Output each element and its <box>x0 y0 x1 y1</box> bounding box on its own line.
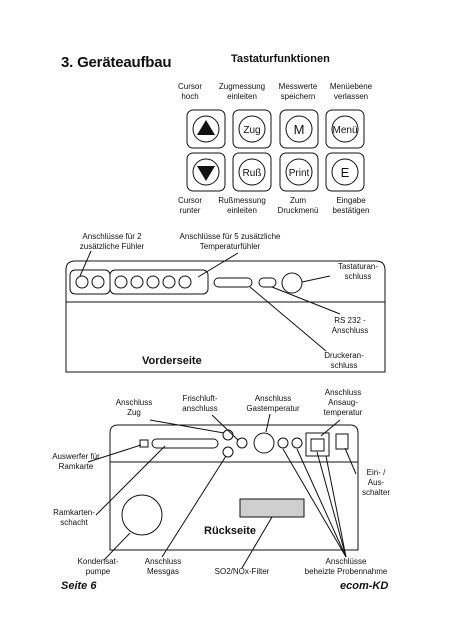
label-confirm-input: Eingabe bestätigen <box>332 196 370 215</box>
label-filter: SO2/NOx-Filter <box>214 567 270 576</box>
label-gas-temp-port: Anschluss Gastemperatur <box>246 394 300 413</box>
label-heated-sampling: Anschlüsse beheizte Probennahme <box>304 557 388 576</box>
sensor-port-1 <box>75 275 89 289</box>
key-russ-label: Ruß <box>243 168 262 179</box>
heated-port-2 <box>291 437 303 449</box>
label-exit-menu: Menüebene verlassen <box>329 82 373 101</box>
power-switch <box>335 433 349 450</box>
label-cursor-down: Cursor runter <box>177 196 202 215</box>
card-slot <box>151 438 219 449</box>
rs232-port <box>258 277 277 288</box>
key-menu: Menü <box>325 109 365 149</box>
key-down <box>186 152 226 192</box>
key-russ: Ruß <box>232 152 272 192</box>
label-save-values: Messwerte speichern <box>278 82 318 101</box>
keypad-title: Tastaturfunktionen <box>231 53 330 65</box>
keyboard-port <box>281 272 303 294</box>
so2-nox-filter <box>239 498 305 518</box>
key-zug-label: Zug <box>243 125 260 136</box>
five-sensor-block <box>109 269 209 295</box>
label-card-ejector: Auswerfer für Ramkarte <box>52 452 100 471</box>
front-panel <box>65 250 386 373</box>
up-arrow-icon <box>197 120 215 135</box>
footer-product: ecom-KD <box>340 580 389 592</box>
label-rs232-port: RS 232 - Anschluss <box>331 316 369 335</box>
card-ejector <box>139 439 149 448</box>
key-e-label: E <box>341 165 350 180</box>
key-e: E <box>325 152 365 192</box>
label-two-sensors: Anschlüsse für 2 zusätzliche Fühler <box>79 232 145 251</box>
rear-panel <box>87 413 359 569</box>
down-arrow-icon <box>197 166 215 181</box>
key-print-label: Print <box>289 168 310 179</box>
key-up <box>186 109 226 149</box>
label-fresh-air-port: Frischluft- anschluss <box>182 394 218 413</box>
rear-title: Rückseite <box>204 525 256 537</box>
footer-page: Seite 6 <box>61 580 97 592</box>
key-m-label: M <box>294 122 305 137</box>
label-soot-measure: Rußmessung einleiten <box>218 196 266 215</box>
label-printer-port: Druckeran- schluss <box>324 351 364 370</box>
intake-temp-socket <box>305 432 330 457</box>
sensor-port-2 <box>91 275 105 289</box>
condensate-pump <box>121 494 163 536</box>
label-keyboard-port: Tastaturan- schluss <box>337 262 379 281</box>
label-sample-gas: Anschluss Messgas <box>144 557 182 576</box>
label-draft-port: Anschluss Zug <box>115 398 153 417</box>
label-card-slot: Ramkarten- schacht <box>53 508 95 527</box>
sample-gas-port <box>222 446 234 458</box>
front-title: Vorderseite <box>142 355 202 367</box>
printer-port <box>213 277 253 288</box>
label-condensate-pump: Kondensat- pumpe <box>77 557 119 576</box>
heated-port-1 <box>277 437 289 449</box>
gas-temp-port <box>253 432 275 454</box>
key-menu-label: Menü <box>332 125 357 136</box>
label-cursor-up: Cursor hoch <box>177 82 202 101</box>
fresh-air-port <box>236 437 248 449</box>
key-zug: Zug <box>232 109 272 149</box>
label-print-menu: Zum Druckmenü <box>277 196 319 215</box>
label-five-sensors: Anschlüsse für 5 zusätzliche Temperaturf… <box>179 232 281 251</box>
draft-port <box>222 429 234 441</box>
label-power-switch: Ein- / Aus- schalter <box>361 468 390 497</box>
label-draft-measure: Zugmessung einleiten <box>218 82 266 101</box>
page-heading: 3. Geräteaufbau <box>61 54 172 71</box>
label-intake-temp-port: Anschluss Ansaug- temperatur <box>323 388 363 417</box>
key-print: Print <box>279 152 319 192</box>
key-m: M <box>279 109 319 149</box>
